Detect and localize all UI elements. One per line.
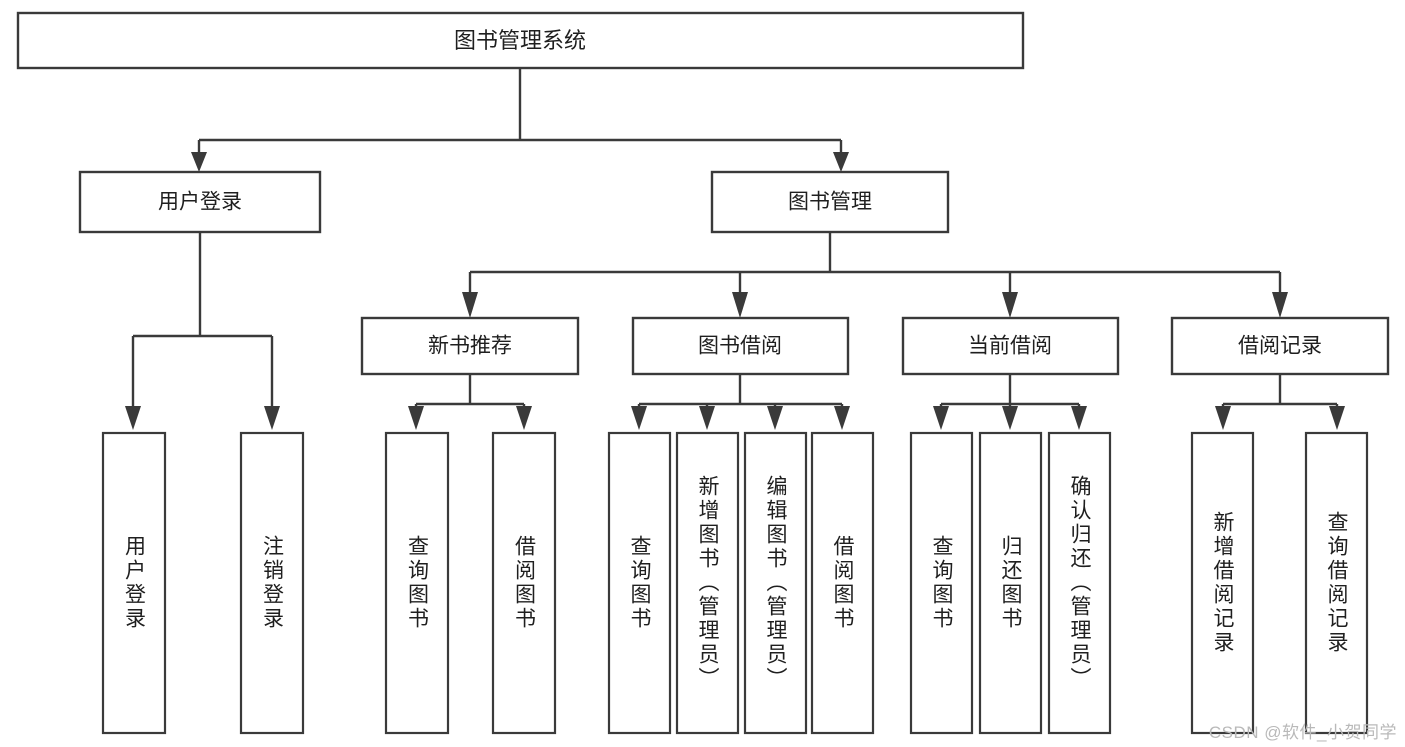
arrowhead-leaf-borrow-book-1 <box>516 406 532 430</box>
node-new-book-recommend-box[interactable] <box>360 316 580 376</box>
arrowhead-leaf-confirm-return <box>1071 406 1087 430</box>
connector-book-mgmt-to-level3 <box>462 232 1288 318</box>
leaf-box-add-record[interactable] <box>1190 431 1255 735</box>
arrowhead-to-book-borrow <box>732 292 748 318</box>
node-book-management-box[interactable] <box>710 170 950 234</box>
connector-book-borrow-to-leaves <box>631 374 850 430</box>
connector-current-borrow-to-leaves <box>933 374 1087 430</box>
node-borrow-record-label: 借阅记录 <box>1238 335 1322 358</box>
node-current-borrow-box[interactable] <box>901 316 1120 376</box>
leaf-box-query-book-1[interactable] <box>384 431 450 735</box>
leaf-box-edit-book[interactable] <box>743 431 808 735</box>
node-book-management[interactable]: 图书管理 <box>710 170 950 234</box>
arrowhead-leaf-query-book-2 <box>631 406 647 430</box>
leaf-box-confirm-return[interactable] <box>1047 431 1112 735</box>
arrowhead-leaf-query-book-3 <box>933 406 949 430</box>
watermark-text: CSDN @软件_小贺同学 <box>1208 723 1397 742</box>
node-new-book-recommend[interactable]: 新书推荐 <box>360 316 580 376</box>
node-book-borrow-box[interactable] <box>631 316 850 376</box>
connector-root-to-level2 <box>191 68 849 172</box>
node-root-box[interactable] <box>16 11 1025 70</box>
connector-user-login-to-leaves <box>125 232 280 430</box>
arrowhead-to-user-login <box>191 152 207 172</box>
node-root[interactable]: 图书管理系统 <box>16 11 1025 70</box>
arrowhead-to-borrow-record <box>1272 292 1288 318</box>
arrowhead-to-new-book-rec <box>462 292 478 318</box>
connector-borrow-record-to-leaves <box>1215 374 1345 430</box>
arrowhead-leaf-query-book-1 <box>408 406 424 430</box>
node-current-borrow[interactable]: 当前借阅 <box>901 316 1120 376</box>
node-book-borrow-label: 图书借阅 <box>698 335 782 358</box>
node-current-borrow-label: 当前借阅 <box>968 335 1052 358</box>
leaf-box-add-book[interactable] <box>675 431 740 735</box>
leaf-box-user-login[interactable] <box>101 431 167 735</box>
node-user-login-label: 用户登录 <box>158 191 242 214</box>
node-new-book-recommend-label: 新书推荐 <box>428 335 512 358</box>
node-user-login[interactable]: 用户登录 <box>78 170 322 234</box>
leaf-box-logout[interactable] <box>239 431 305 735</box>
arrowhead-leaf-edit-book <box>767 406 783 430</box>
arrowhead-leaf-borrow-book-2 <box>834 406 850 430</box>
leaf-box-return-book[interactable] <box>978 431 1043 735</box>
connector-new-book-rec-to-leaves <box>408 374 532 430</box>
arrowhead-leaf-user-login <box>125 406 141 430</box>
arrowhead-leaf-return-book <box>1002 406 1018 430</box>
node-borrow-record-box[interactable] <box>1170 316 1390 376</box>
node-borrow-record[interactable]: 借阅记录 <box>1170 316 1390 376</box>
leaf-box-query-record[interactable] <box>1304 431 1369 735</box>
node-book-management-label: 图书管理 <box>788 191 872 214</box>
arrowhead-leaf-add-book <box>699 406 715 430</box>
arrowhead-leaf-query-record <box>1329 406 1345 430</box>
node-root-label: 图书管理系统 <box>454 28 586 53</box>
leaf-box-borrow-book-2[interactable] <box>810 431 875 735</box>
arrowhead-to-book-mgmt <box>833 152 849 172</box>
leaf-box-query-book-2[interactable] <box>607 431 672 735</box>
arrowhead-leaf-logout <box>264 406 280 430</box>
arrowhead-leaf-add-record <box>1215 406 1231 430</box>
leaf-box-query-book-3[interactable] <box>909 431 974 735</box>
arrowhead-to-current-borrow <box>1002 292 1018 318</box>
node-book-borrow[interactable]: 图书借阅 <box>631 316 850 376</box>
leaf-box-borrow-book-1[interactable] <box>491 431 557 735</box>
